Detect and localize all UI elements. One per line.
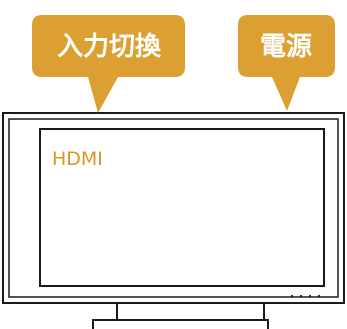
callout-power-bubble	[238, 15, 335, 111]
callout-input-switch: 入力切換	[32, 15, 185, 113]
callout-input-switch-bubble	[32, 15, 185, 113]
callout-power-label: 電源	[260, 32, 312, 62]
tv-screen	[39, 128, 325, 287]
power-indicator-dots-icon	[290, 294, 321, 298]
screen-input-label: HDMI	[52, 148, 103, 170]
callout-power: 電源	[238, 15, 335, 111]
tv-stand-base	[92, 319, 269, 329]
tv-icon: HDMI	[2, 112, 345, 304]
tv-stand	[92, 301, 269, 329]
callout-input-switch-label: 入力切換	[57, 32, 162, 62]
